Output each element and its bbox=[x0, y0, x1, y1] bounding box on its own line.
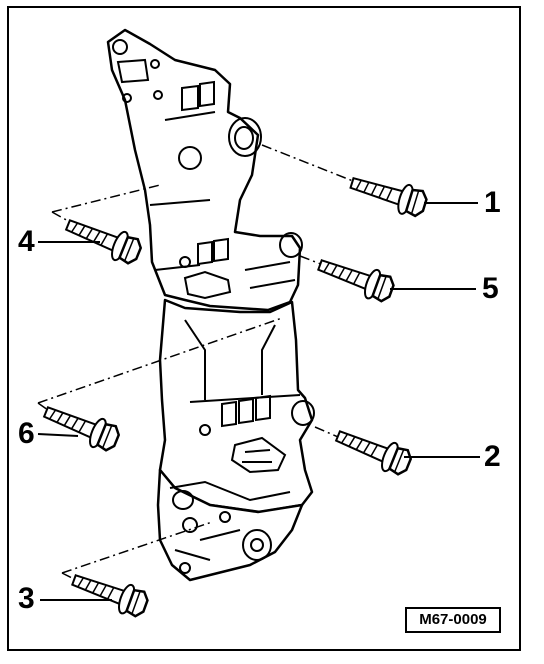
callout-5: 5 bbox=[482, 272, 499, 305]
bolt-icon bbox=[39, 396, 124, 456]
bolt-icon bbox=[331, 420, 416, 480]
callout-4: 4 bbox=[18, 225, 35, 258]
figure-reference-code: M67-0009 bbox=[405, 607, 501, 633]
bolt-icon bbox=[67, 564, 152, 622]
callout-6: 6 bbox=[18, 417, 35, 450]
bracket-details bbox=[112, 39, 315, 574]
callout-lines bbox=[37, 202, 480, 601]
callout-2: 2 bbox=[484, 440, 501, 473]
callout-1: 1 bbox=[484, 186, 501, 219]
bolt-icon bbox=[313, 249, 398, 307]
bolt-icon bbox=[61, 209, 146, 269]
callout-3: 3 bbox=[18, 582, 35, 615]
bolt-icon bbox=[346, 167, 431, 221]
